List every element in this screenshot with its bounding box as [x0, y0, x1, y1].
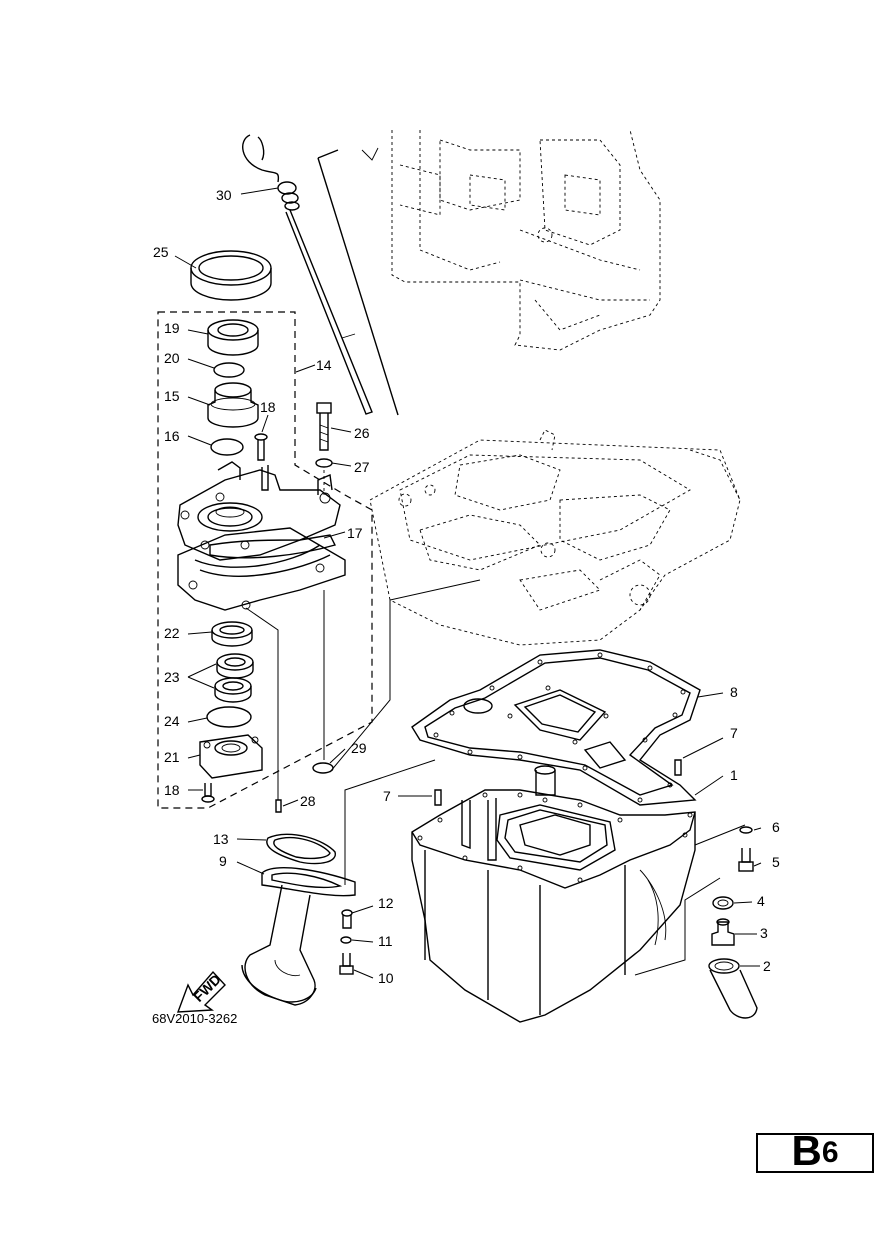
drawing-code: 68V2010-3262: [152, 1011, 237, 1026]
oil-pan-part-1: [411, 765, 696, 1023]
callout-10: 10: [378, 970, 394, 986]
callout-20: 20: [164, 350, 180, 366]
fwd-arrow-icon: FWD: [176, 970, 226, 1013]
callout-9: 9: [219, 853, 227, 869]
callout-18-upper: 18: [260, 399, 276, 415]
bushing-part-19: [207, 319, 259, 356]
callout-2: 2: [763, 958, 771, 974]
callout-30: 30: [216, 187, 232, 203]
callout-23: 23: [164, 669, 180, 685]
oil-seal-part-25: [190, 250, 272, 301]
callout-12: 12: [378, 895, 394, 911]
callout-28: 28: [300, 793, 316, 809]
washer-part-27: [315, 458, 333, 468]
callout-7-left: 7: [383, 788, 391, 804]
o-ring-part-20: [213, 362, 245, 378]
callout-5: 5: [772, 854, 780, 870]
callout-8: 8: [730, 684, 738, 700]
callout-15: 15: [164, 388, 180, 404]
washer-part-6: [739, 826, 753, 834]
seal-part-22: [211, 621, 253, 647]
seals-part-23: [214, 653, 254, 703]
callout-14: 14: [316, 357, 332, 373]
callout-labels: 30 25 19 20 14 15 18 16 26 27 17 22 23 2…: [153, 187, 780, 986]
upper-case-outline: [369, 429, 741, 646]
washer-part-11: [340, 936, 352, 944]
callout-1: 1: [730, 767, 738, 783]
bolt-part-18-lower: [201, 783, 215, 803]
callout-7-right: 7: [730, 725, 738, 741]
callout-16: 16: [164, 428, 180, 444]
bolt-part-5: [738, 848, 754, 872]
callout-11: 11: [378, 933, 393, 949]
plug-part-3: [711, 918, 735, 946]
pin-part-28: [275, 799, 282, 813]
callout-26: 26: [354, 425, 370, 441]
callout-21: 21: [164, 749, 180, 765]
dowel-pin-part-7-left: [434, 789, 442, 806]
callout-3: 3: [760, 925, 768, 941]
oil-strainer-part-9: [241, 867, 356, 1006]
dipstick-part-30: [242, 134, 373, 415]
bolt-part-10: [339, 953, 354, 975]
fwd-label: FWD: [190, 971, 224, 1005]
engine-block-outline: [391, 129, 661, 351]
callout-24: 24: [164, 713, 180, 729]
gasket-part-8: [411, 649, 701, 806]
dipstick-tube-outline: [317, 147, 399, 416]
callout-4: 4: [757, 893, 765, 909]
drain-bracket-part-2: [708, 958, 758, 1019]
o-ring-part-16: [210, 438, 244, 456]
callout-27: 27: [354, 459, 370, 475]
callout-leaders: [174, 187, 762, 979]
page-letter: B: [791, 1127, 822, 1174]
bolt-part-12: [341, 909, 353, 929]
assembly-guide-lines: [245, 470, 481, 885]
gasket-part-13: [266, 833, 336, 865]
callout-18-lower: 18: [164, 782, 180, 798]
dowel-pin-part-7-right: [674, 759, 682, 776]
cover-part-21: [199, 734, 263, 779]
screw-part-18-upper: [254, 433, 268, 461]
callout-25: 25: [153, 244, 169, 260]
gasket-part-4: [712, 896, 734, 910]
callout-13: 13: [213, 831, 229, 847]
gasket-part-17: [209, 534, 337, 559]
callout-17: 17: [347, 525, 363, 541]
callout-22: 22: [164, 625, 180, 641]
o-ring-part-24: [206, 706, 252, 728]
page-number: 6: [821, 1136, 839, 1169]
callout-29: 29: [351, 740, 367, 756]
pump-housing-part-17: [177, 461, 346, 611]
sleeve-part-15: [207, 382, 259, 428]
bolt-part-26: [316, 402, 332, 451]
callout-6: 6: [772, 819, 780, 835]
callout-19: 19: [164, 320, 180, 336]
sub-assembly-dashed-box: [157, 311, 373, 809]
drain-guide-lines: [634, 824, 746, 976]
